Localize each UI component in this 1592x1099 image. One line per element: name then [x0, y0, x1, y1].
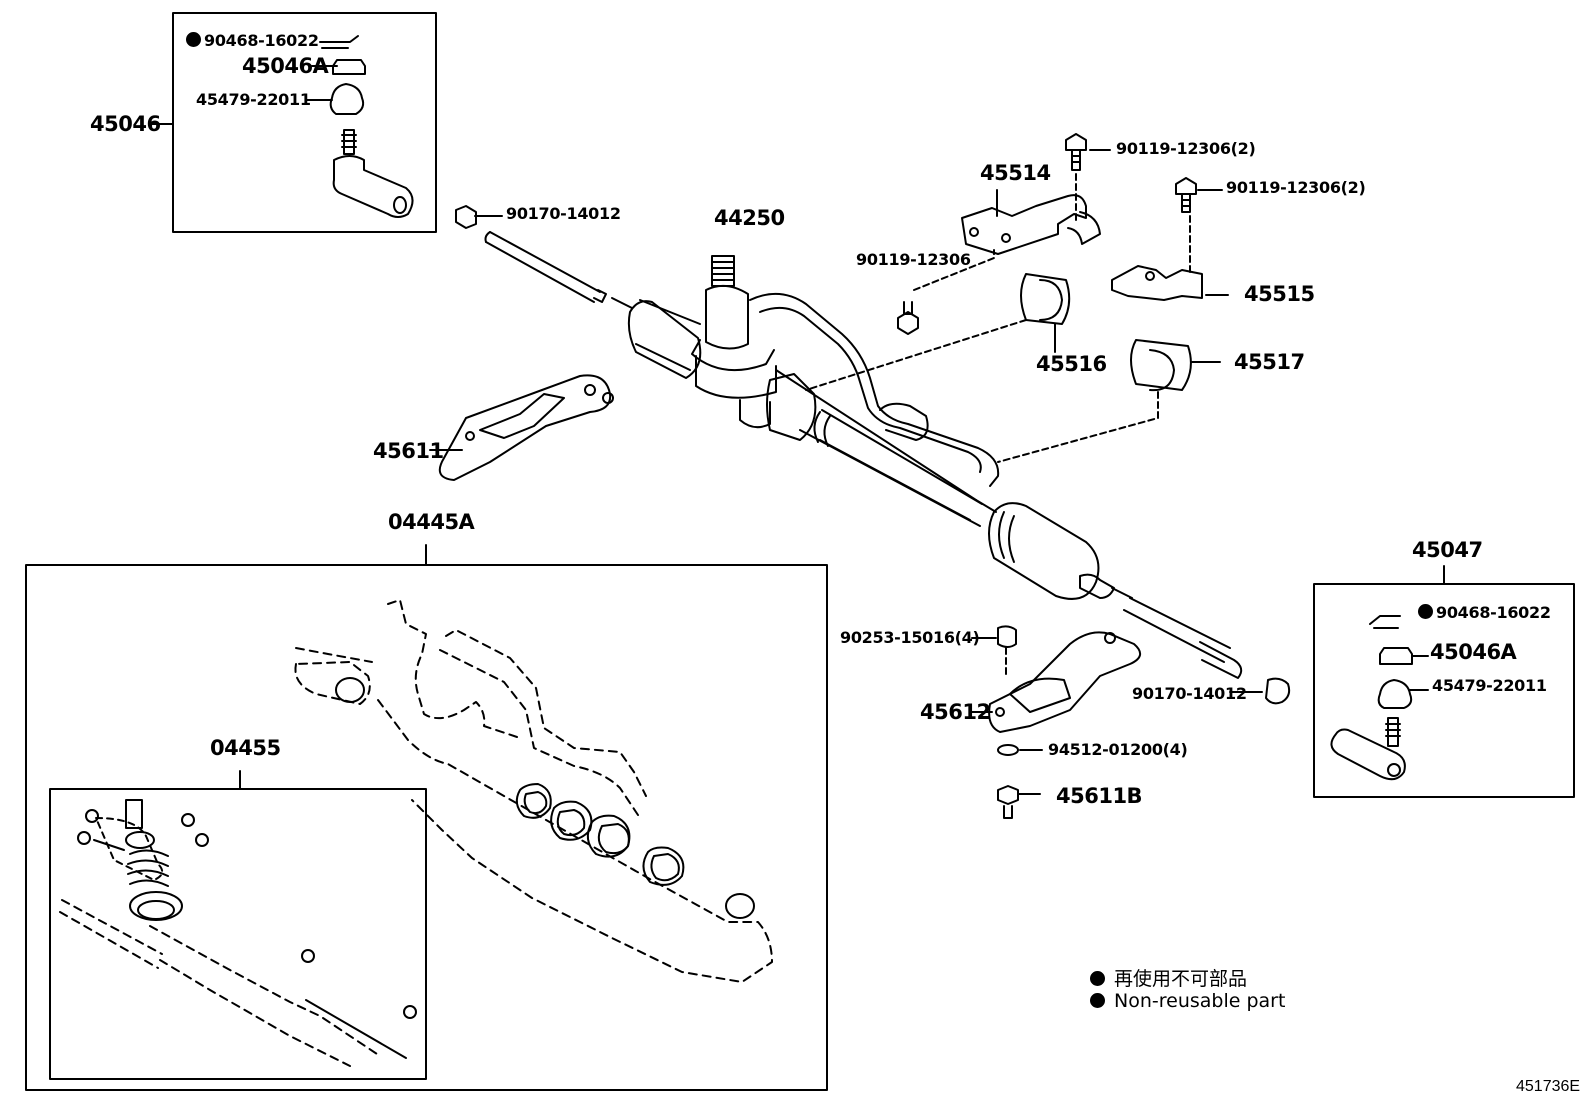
tie-rod-left: [455, 205, 633, 309]
label-90170-14012-left: 90170-14012: [506, 204, 621, 223]
non-reusable-dot-icon: [1090, 993, 1105, 1008]
seal-kit-box: [49, 770, 427, 1080]
rack-housing: [627, 255, 1133, 600]
label-90468-16022-left: 90468-16022: [186, 32, 319, 49]
label-45611B: 45611B: [1056, 784, 1143, 808]
label-90119-12306-2-top: 90119-12306(2): [1116, 139, 1256, 158]
label-45515: 45515: [1244, 282, 1315, 306]
bracket-45612: [971, 625, 1141, 819]
label-45047: 45047: [1412, 538, 1483, 562]
bolt-90119-12306-right: [1175, 177, 1223, 277]
label-45046A-left: 45046A: [242, 54, 329, 78]
tie-rod-right: [1123, 597, 1291, 705]
bushing-45516: [805, 273, 1071, 391]
non-reusable-dot-icon: [1090, 971, 1105, 986]
label-45517: 45517: [1234, 350, 1305, 374]
label-04455: 04455: [210, 736, 281, 760]
tie-rod-end-right-box: [1313, 565, 1575, 798]
bracket-45514: [961, 189, 1101, 255]
figure-id: 451736E: [1516, 1078, 1581, 1095]
label-90253-15016-4: 90253-15016(4): [840, 628, 980, 647]
legend-jp-text: 再使用不可部品: [1114, 968, 1248, 990]
label-04445A: 04445A: [388, 510, 475, 534]
tie-rod-end-left-box: [151, 12, 437, 233]
bushing-45517: [997, 339, 1221, 463]
legend-jp: 再使用不可部品: [1090, 964, 1247, 991]
label-45479-22011-left: 45479-22011: [196, 90, 311, 109]
label-45514: 45514: [980, 161, 1051, 185]
label-45046: 45046: [90, 112, 161, 136]
bracket-45515: [1111, 265, 1229, 301]
label-45046A-right: 45046A: [1430, 640, 1517, 664]
label-44250: 44250: [714, 206, 785, 230]
label-90119-12306-2-right: 90119-12306(2): [1226, 178, 1366, 197]
label-90119-12306: 90119-12306: [856, 250, 971, 269]
label-45612: 45612: [920, 700, 991, 724]
bolt-90119-12306-left: [897, 249, 995, 335]
label-45479-22011-right: 45479-22011: [1432, 676, 1547, 695]
legend-en: Non-reusable part: [1090, 990, 1285, 1012]
gasket-kit-box: [25, 544, 828, 1091]
label-94512-01200-4: 94512-01200(4): [1048, 740, 1188, 759]
bracket-45611: [429, 374, 614, 481]
label-90170-14012-right: 90170-14012: [1132, 684, 1247, 703]
bolt-90119-12306-top: [1065, 133, 1111, 225]
legend-en-text: Non-reusable part: [1114, 990, 1286, 1012]
label-90468-16022-right: 90468-16022: [1418, 604, 1551, 621]
label-45611: 45611: [373, 439, 444, 463]
label-45516: 45516: [1036, 352, 1107, 376]
